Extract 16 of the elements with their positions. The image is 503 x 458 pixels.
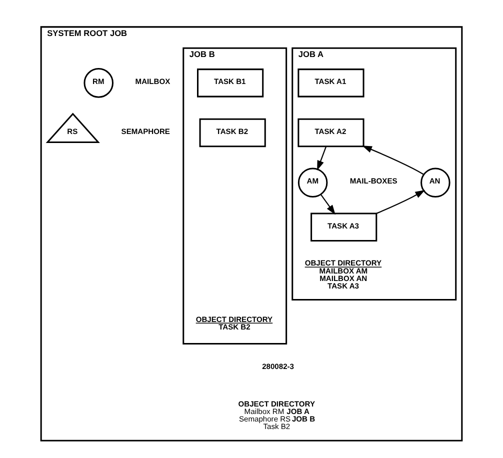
node-box: TASK B1 [197, 68, 264, 98]
arrow [317, 146, 327, 170]
label: 280082-3 [262, 362, 294, 372]
node-label: SEMAPHORE [121, 126, 170, 136]
node-circle: AN [420, 168, 450, 198]
node-box: TASK A1 [298, 68, 364, 98]
node-label: MAILBOX [135, 77, 170, 86]
arrow [362, 146, 424, 175]
label: MAIL-BOXES [350, 176, 398, 186]
node-box: TASK A3 [310, 212, 378, 242]
node-box: TASK B2 [199, 118, 266, 148]
node-circle: RM [84, 68, 114, 98]
arrow [376, 190, 426, 214]
node-box: TASK A2 [298, 118, 364, 148]
arrow [320, 194, 336, 215]
node-circle: AM [298, 168, 328, 198]
